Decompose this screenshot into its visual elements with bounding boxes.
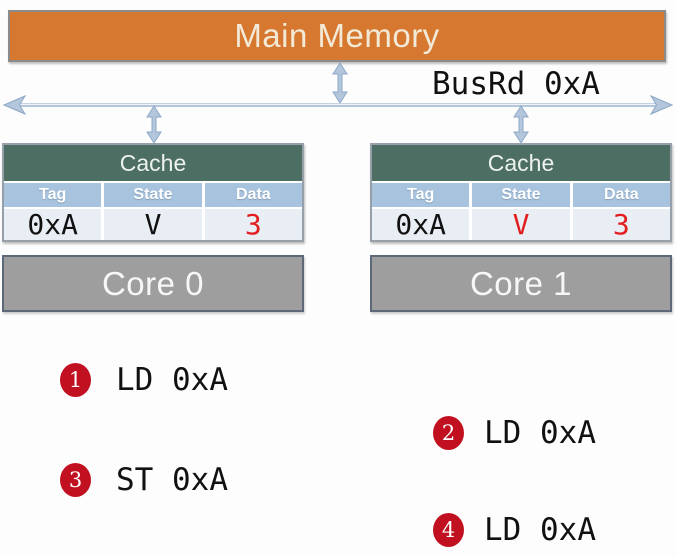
cache0-state-value: V — [104, 209, 202, 240]
step-1-number-badge: 1 — [60, 363, 91, 397]
cache1-bus-arrow-icon — [513, 105, 529, 144]
cache1-header-tag: Tag — [372, 183, 470, 207]
step-3: 3 ST 0xA — [60, 462, 228, 498]
step-4: 4 LD 0xA — [433, 512, 596, 548]
core0-box: Core 0 — [2, 255, 304, 312]
cache1-grid: Tag State Data 0xA V 3 — [372, 181, 670, 240]
cache0-data-value: 3 — [204, 209, 302, 240]
main-memory-box: Main Memory — [8, 10, 666, 62]
step-3-operation: ST 0xA — [116, 462, 228, 498]
step-1: 1 LD 0xA — [60, 362, 228, 398]
shared-bus-arrow-icon — [2, 94, 674, 116]
cache0-table: Cache Tag State Data 0xA V 3 — [2, 143, 304, 242]
cache0-bus-arrow-icon — [146, 105, 162, 144]
cache0-header-state: State — [104, 183, 202, 207]
cache1-title: Cache — [372, 145, 670, 181]
core1-label: Core 1 — [469, 264, 573, 302]
step-2: 2 LD 0xA — [433, 415, 596, 451]
main-memory-label: Main Memory — [234, 17, 440, 54]
cache0-tag-value: 0xA — [4, 209, 102, 240]
core1-box: Core 1 — [370, 255, 672, 312]
memory-bus-arrow-icon — [332, 62, 348, 104]
core0-label: Core 0 — [101, 264, 205, 302]
cache0-grid: Tag State Data 0xA V 3 — [4, 181, 302, 240]
cache0-title: Cache — [4, 145, 302, 181]
bus-transaction-label: BusRd 0xA — [432, 66, 600, 102]
cache1-data-value: 3 — [572, 209, 670, 240]
cache1-tag-value: 0xA — [372, 209, 470, 240]
cache1-table: Cache Tag State Data 0xA V 3 — [370, 143, 672, 242]
step-2-number-badge: 2 — [433, 416, 464, 450]
cache0-header-tag: Tag — [4, 183, 102, 207]
step-1-operation: LD 0xA — [116, 362, 228, 398]
cache1-header-state: State — [472, 183, 570, 207]
cache0-header-data: Data — [204, 183, 302, 207]
step-4-number-badge: 4 — [433, 513, 464, 547]
step-2-operation: LD 0xA — [484, 415, 596, 451]
cache1-state-value: V — [472, 209, 570, 240]
step-3-number-badge: 3 — [60, 463, 91, 497]
cache1-header-data: Data — [572, 183, 670, 207]
step-4-operation: LD 0xA — [484, 512, 596, 548]
